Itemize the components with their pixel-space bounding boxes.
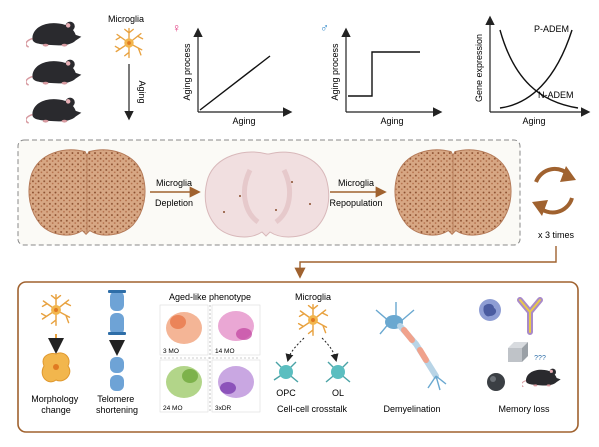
microglia-cell-icon <box>114 27 144 59</box>
panel-label: 24 MO <box>163 405 183 412</box>
repeat-label: x 3 times <box>538 230 575 240</box>
neuron-icon <box>375 302 447 391</box>
chromosome-short-icon <box>110 357 124 391</box>
telomere-label: Telomere shortening <box>96 394 138 415</box>
crosstalk-title: Microglia <box>295 292 331 302</box>
mice-group <box>26 20 83 124</box>
opc-label: OPC <box>276 388 296 398</box>
ol-cell-icon <box>325 361 351 383</box>
step1-bottom-label: Depletion <box>155 198 193 208</box>
phenotype-panels <box>159 304 261 413</box>
linear-trend-line <box>199 55 271 111</box>
brain-section-depleted <box>204 151 330 238</box>
brain-section-repopulated <box>394 149 512 236</box>
telomere-label-line1: Telomere <box>97 394 134 404</box>
morphology-label-line1: Morphology <box>31 394 79 404</box>
plot-female: ♀ Aging process Aging <box>172 21 293 126</box>
x-axis-label: Aging <box>232 116 255 126</box>
chromosome-long-icon <box>108 290 126 335</box>
aged-phenotype-title: Aged-like phenotype <box>169 292 251 302</box>
connector-arrow <box>294 246 557 279</box>
plot-gene-expression: P-ADEM N-ADEM Gene expression Aging <box>474 15 591 126</box>
microglia-label: Microglia <box>108 14 144 24</box>
x-axis-label: Aging <box>380 116 403 126</box>
y-axis-label: Aging process <box>182 43 192 101</box>
p-adem-curve <box>499 29 573 109</box>
memory-icons <box>479 297 543 391</box>
crosstalk-caption: Cell-cell crosstalk <box>277 404 348 414</box>
x-axis-label: Aging <box>522 116 545 126</box>
step2-bottom-label: Repopulation <box>329 198 382 208</box>
plot-male: ♂ Aging process Aging <box>320 21 443 126</box>
step-trend-line <box>348 51 420 97</box>
male-symbol: ♂ <box>320 21 329 35</box>
y-axis-label: Gene expression <box>474 34 484 102</box>
mouse-icon <box>26 58 83 86</box>
question-marks: ??? <box>534 355 546 362</box>
n-adem-curve <box>499 29 579 109</box>
outcomes-panel <box>17 281 579 433</box>
morphology-label: Morphology change <box>31 394 81 415</box>
mouse-icon <box>26 20 83 48</box>
p-adem-label: P-ADEM <box>534 24 569 34</box>
amoeboid-microglia-icon <box>41 352 71 383</box>
y-axis-label: Aging process <box>330 43 340 101</box>
cycle-icon <box>532 166 576 216</box>
step2-top-label: Microglia <box>338 178 374 188</box>
panel-label: 14 MO <box>215 348 235 355</box>
to-ol-arrow <box>321 337 339 362</box>
aging-label: Aging <box>137 80 147 103</box>
step1-top-label: Microglia <box>156 178 192 188</box>
mouse-icon <box>26 96 83 124</box>
panel-label: 3xDR <box>215 405 232 412</box>
opc-cell-icon <box>273 361 299 383</box>
morphology-label-line2: change <box>41 405 71 415</box>
ol-label: OL <box>332 388 344 398</box>
to-opc-arrow <box>285 337 305 362</box>
brain-section-initial <box>28 149 146 236</box>
female-symbol: ♀ <box>172 21 181 35</box>
demyelination-label: Demyelination <box>383 404 440 414</box>
memory-loss-label: Memory loss <box>498 404 550 414</box>
n-adem-label: N-ADEM <box>538 90 574 100</box>
panel-label: 3 MO <box>163 348 179 355</box>
telomere-label-line2: shortening <box>96 405 138 415</box>
